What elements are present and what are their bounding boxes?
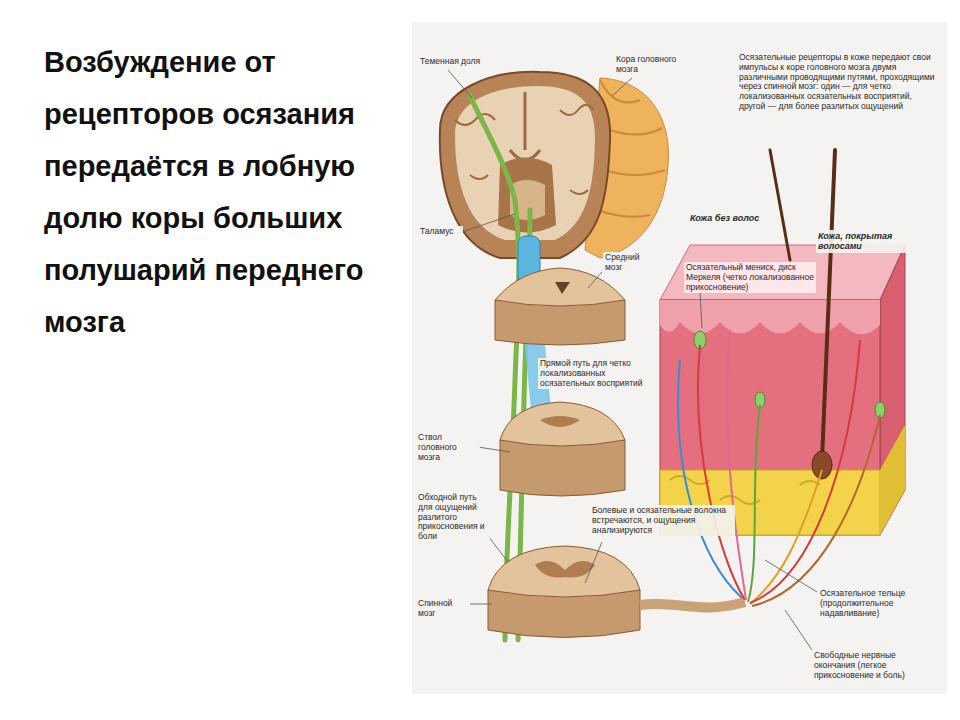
brainstem-slab	[500, 402, 625, 496]
part-label: Теменная доля	[418, 56, 488, 68]
part-label: Прямой путь для четко локализованных ося…	[538, 358, 658, 389]
hair	[770, 150, 835, 479]
part-label: Средний мозг	[603, 252, 648, 274]
leader-line	[448, 70, 817, 650]
part-label: Кожа без волос	[688, 212, 778, 224]
part-label: Таламус	[418, 226, 463, 238]
spinal-cord	[488, 546, 745, 638]
skin-block	[660, 245, 905, 535]
midbrain-slab	[495, 268, 625, 345]
part-label: Осязательные рецепторы в коже передают с…	[737, 52, 937, 113]
slide-title: Возбуждение от рецепторов осязания перед…	[44, 36, 374, 348]
image-panel	[412, 22, 947, 694]
part-label: Обходной путь для ощущений разлитого при…	[416, 492, 490, 543]
part-label: Болевые и осязательные волокна встречают…	[590, 505, 735, 536]
part-label: Свободные нервные окончания (легкое прик…	[812, 650, 940, 681]
nerve-fibers	[678, 330, 880, 606]
part-label: Кожа, покрытая волосами	[816, 230, 940, 253]
part-label: Спинной мозг	[416, 598, 470, 620]
part-label: Кора головного мозга	[614, 54, 686, 76]
part-label: Осязательный мениск, диск Меркеля (четко…	[684, 262, 816, 293]
part-label: Ствол головного мозга	[416, 432, 480, 463]
part-label: Осязательное тельце (продолжительное над…	[818, 588, 940, 619]
